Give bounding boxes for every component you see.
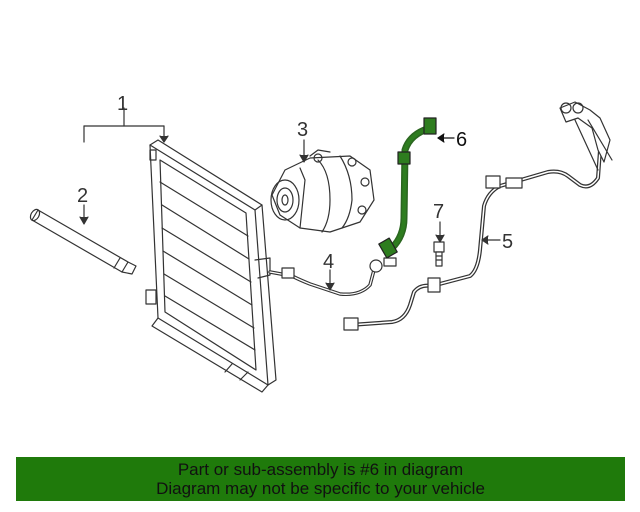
valve-part[interactable] [433, 241, 445, 267]
callout-5[interactable]: 5 [502, 231, 513, 253]
compressor-part[interactable] [270, 149, 375, 233]
callout-3[interactable]: 3 [297, 119, 308, 141]
callout-6[interactable]: 6 [456, 129, 467, 151]
banner-line-disclaimer: Diagram may not be specific to your vehi… [156, 479, 485, 498]
callout-1[interactable]: 1 [117, 93, 128, 115]
discharge-hose-part[interactable] [268, 257, 397, 297]
callout-2[interactable]: 2 [77, 185, 88, 207]
callout-7[interactable]: 7 [433, 201, 444, 223]
callout-4[interactable]: 4 [323, 251, 334, 273]
highlighted-hose-part[interactable] [378, 117, 437, 259]
leader-lines [79, 107, 501, 291]
info-banner: Part or sub-assembly is #6 in diagram Di… [16, 457, 625, 501]
receiver-drier-part[interactable] [29, 208, 137, 275]
parts-diagram: 1 2 3 4 5 6 7 [29, 93, 613, 393]
banner-line-part: Part or sub-assembly is #6 in diagram [177, 460, 464, 479]
suction-line-part[interactable] [343, 101, 613, 331]
condenser-part[interactable] [145, 139, 277, 393]
